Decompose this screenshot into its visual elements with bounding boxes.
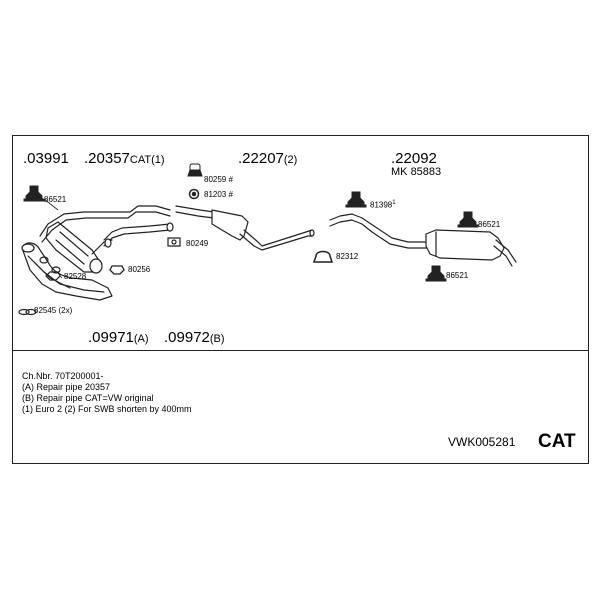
gasket-icon — [45, 271, 61, 281]
accessory-80256: 80256 — [128, 265, 151, 274]
front-pipe-drawing — [39, 205, 174, 248]
rubber-hanger-icon — [425, 265, 447, 282]
clamp-icon — [312, 250, 334, 263]
note-1: (1) Euro 2 (2) For SWB shorten by 400mm — [22, 404, 192, 414]
accessory-80259: 80259 # — [204, 175, 233, 184]
ring-mount-icon — [188, 188, 200, 200]
cat-label: CAT — [538, 431, 576, 452]
note-b: (B) Repair pipe CAT=VW original — [22, 393, 154, 403]
mounting-bracket-icon — [167, 237, 181, 247]
part-number-03991: .03991 — [23, 150, 69, 167]
part-number-09971: .09971(A) — [88, 329, 149, 346]
accessory-81398: 813981 — [370, 200, 396, 210]
part-number-22092: .22092 — [391, 150, 437, 167]
accessory-86521-right-top: 86521 — [478, 220, 501, 229]
part-number-09972: .09972(B) — [164, 329, 225, 346]
part-number-22207: .22207(2) — [238, 150, 298, 167]
accessory-82545: 82545 (2x) — [34, 306, 73, 315]
exhaust-manifold-drawing — [21, 242, 113, 301]
middle-silencer-drawing — [175, 205, 315, 251]
rubber-hanger-icon — [23, 185, 45, 202]
rubber-hanger-icon — [457, 211, 479, 228]
accessory-86521-left: 86521 — [44, 195, 67, 204]
section-divider — [13, 350, 588, 351]
pipe-clamp-icon — [18, 308, 37, 316]
accessory-86521-right-bottom: 86521 — [446, 271, 469, 280]
accessory-82312: 82312 — [336, 252, 359, 261]
note-chassis: Ch.Nbr. 70T200001- — [22, 371, 104, 381]
kit-code: VWK005281 — [448, 435, 516, 449]
rear-silencer-drawing — [329, 213, 517, 267]
accessory-81203: 81203 # — [204, 190, 233, 199]
rubber-hanger-icon — [345, 191, 367, 208]
part-number-20357: .20357CAT(1) — [84, 150, 165, 167]
catalytic-converter-drawing — [45, 221, 113, 274]
rubber-mount-icon — [187, 163, 203, 177]
gasket-icon — [109, 265, 125, 275]
mk-number: MK 85883 — [391, 166, 442, 178]
note-a: (A) Repair pipe 20357 — [22, 382, 111, 392]
accessory-82528: 82528 — [64, 272, 87, 281]
accessory-80249: 80249 — [186, 239, 209, 248]
diagram-frame — [12, 135, 589, 464]
